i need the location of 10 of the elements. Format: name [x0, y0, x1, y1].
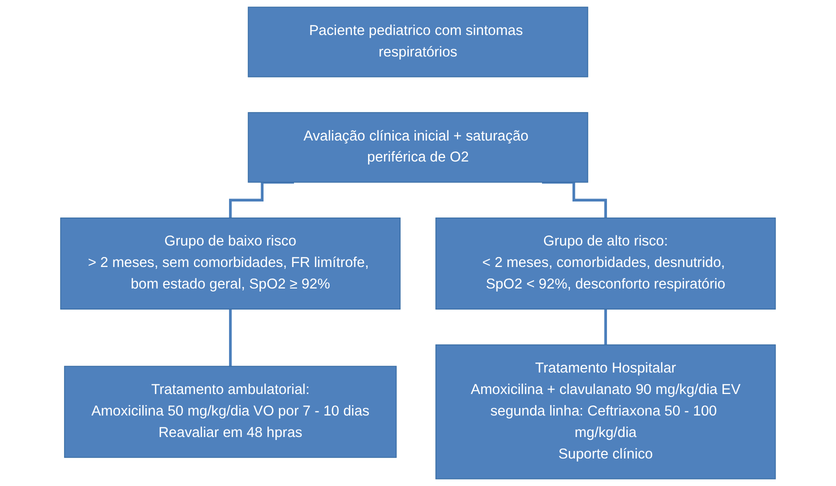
- node-box: Tratamento ambulatorial: Amoxicilina 50 mg/kg/dia VO por 7 - 10 dias Reavaliar em 48 hpras: [64, 366, 397, 458]
- node-box: Tratamento Hospitalar Amoxicilina + clavulanato 90 mg/kg/dia EV segunda linha: Ceftriaxona 50 - 100 mg/kg/dia Suporte clínico: [435, 344, 776, 480]
- connector: [604, 308, 607, 346]
- node-box: Avaliação clínica inicial + saturação periférica de O2: [248, 112, 588, 183]
- connector: [229, 180, 294, 220]
- connector: [229, 308, 232, 368]
- node-box: Grupo de alto risco: < 2 meses, comorbidades, desnutrido, SpO2 < 92%, desconforto respiratório: [435, 218, 776, 310]
- node-box: Paciente pediatrico com sintomas respiratórios: [248, 6, 588, 78]
- connector: [542, 180, 607, 220]
- node-box: Grupo de baixo risco > 2 meses, sem comorbidades, FR limítrofe, bom estado geral, SpO2 ≥ 92%: [60, 218, 401, 310]
